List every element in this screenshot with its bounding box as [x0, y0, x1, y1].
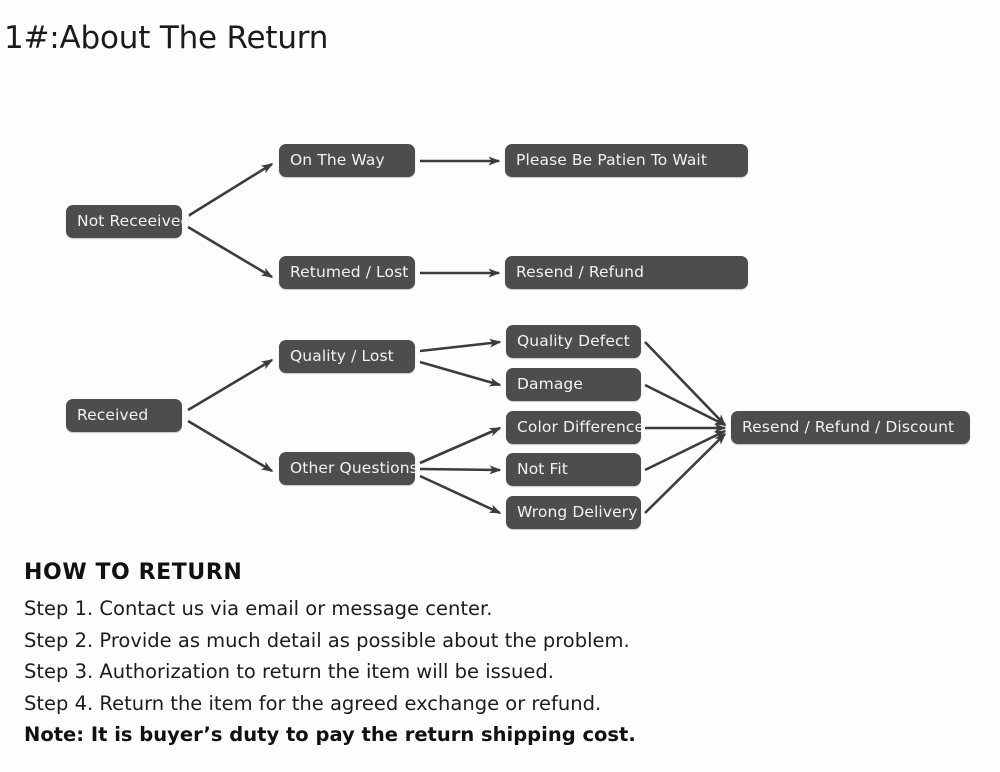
arrow-received-quality [187, 358, 274, 412]
node-on-the-way[interactable]: On The Way [279, 144, 415, 177]
node-label: On The Way [290, 150, 385, 169]
node-label: Received [77, 405, 149, 424]
arrow-other-notfit [419, 465, 502, 475]
node-returned-lost[interactable]: Retumed / Lost [279, 256, 415, 289]
node-received[interactable]: Received [66, 399, 182, 432]
node-not-fit[interactable]: Not Fit [506, 453, 641, 486]
arrow-notreceived-ontheway [187, 162, 274, 218]
node-color-difference[interactable]: Color Difference [506, 411, 645, 444]
how-to-return-heading: HOW TO RETURN [24, 560, 243, 585]
how-to-return-section: HOW TO RETURN Step 1. Contact us via ema… [24, 560, 964, 751]
arrow-notfit-outcome [644, 429, 727, 472]
how-to-return-step: Step 4. Return the item for the agreed e… [24, 691, 602, 715]
page-title: 1#:About The Return [4, 20, 329, 56]
arrow-received-other [187, 419, 274, 473]
node-damage[interactable]: Damage [506, 368, 641, 401]
arrow-quality-defect [419, 338, 502, 353]
how-to-return-step: Step 2. Provide as much detail as possib… [24, 628, 630, 652]
arrow-other-color [419, 426, 502, 465]
node-label: Not Fit [517, 459, 568, 478]
node-label: Retumed / Lost [290, 262, 409, 281]
node-label: Damage [517, 374, 584, 393]
how-to-return-step: Step 1. Contact us via email or message … [24, 597, 493, 620]
node-label: Resend / Refund / Discount [742, 417, 955, 436]
node-label: Quality / Lost [290, 346, 394, 365]
arrow-wrong-outcome [644, 432, 727, 514]
node-resend-refund-discount[interactable]: Resend / Refund / Discount [731, 411, 970, 444]
how-to-return-step: Step 3. Authorization to return the item… [24, 660, 554, 683]
arrow-quality-damage [419, 360, 502, 387]
node-label: Quality Defect [517, 331, 630, 350]
arrow-notreceived-returned [187, 225, 274, 279]
node-other-questions[interactable]: Other Questions [279, 452, 418, 485]
arrow-damage-outcome [644, 383, 727, 427]
node-label: Color Difference [517, 417, 645, 436]
node-resend-refund[interactable]: Resend / Refund [505, 256, 748, 289]
arrow-layer [187, 156, 727, 515]
node-label: Wrong Delivery [517, 502, 638, 521]
arrow-other-wrong [419, 474, 502, 515]
node-label: Not Receeived [77, 211, 191, 230]
node-not-received[interactable]: Not Receeived [66, 205, 190, 238]
node-label: Please Be Patien To Wait [516, 150, 708, 169]
node-wrong-delivery[interactable]: Wrong Delivery [506, 496, 641, 529]
arrow-defect-outcome [644, 341, 727, 427]
node-label: Resend / Refund [516, 262, 645, 281]
return-flowchart: Not Receeived On The Way Retumed / Lost … [0, 120, 1000, 550]
how-to-return-note: Note: It is buyer’s duty to pay the retu… [24, 723, 636, 746]
node-please-be-patient-to-wait[interactable]: Please Be Patien To Wait [505, 144, 748, 177]
node-quality-defect[interactable]: Quality Defect [506, 325, 641, 358]
node-quality-lost[interactable]: Quality / Lost [279, 340, 415, 373]
node-label: Other Questions [290, 458, 418, 477]
